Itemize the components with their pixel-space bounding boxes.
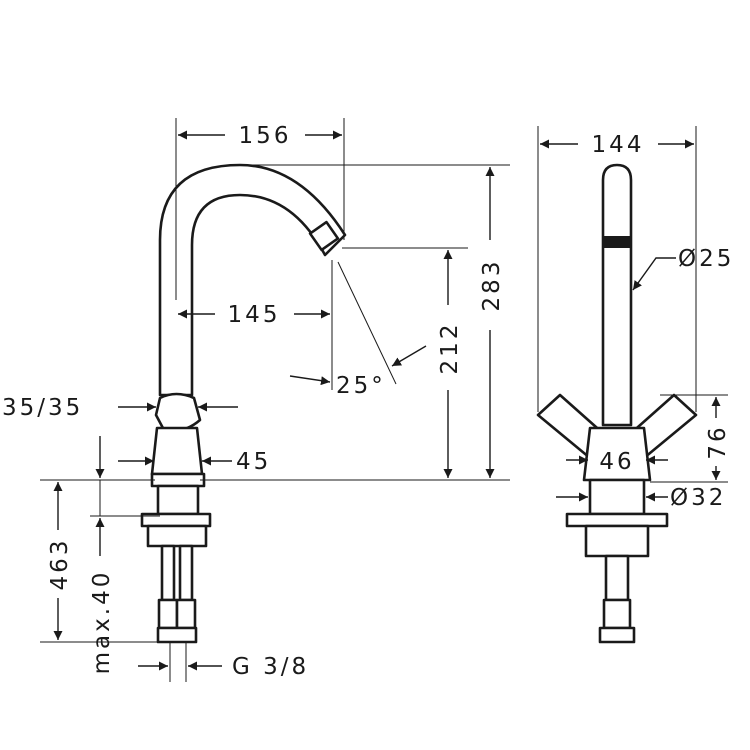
label-d25: Ø25 xyxy=(678,246,734,272)
handle-block xyxy=(154,392,202,433)
supply-hose-left xyxy=(160,544,176,602)
label-212: 212 xyxy=(437,322,463,375)
side-hose-fitting xyxy=(602,598,632,630)
base-collar xyxy=(150,472,206,488)
side-spout xyxy=(601,163,633,427)
side-hose-connector xyxy=(598,626,636,644)
front-view xyxy=(140,163,347,644)
side-view xyxy=(536,163,698,644)
dim-spout-diameter-leader xyxy=(632,257,676,291)
label-g38: G 3/8 xyxy=(232,654,309,680)
side-base-collar xyxy=(588,478,646,516)
label-35-35: 35/35 xyxy=(2,395,83,421)
label-angle: 25° xyxy=(336,373,386,399)
side-aerator xyxy=(604,236,630,248)
hose-connector xyxy=(156,626,198,644)
valve-body xyxy=(150,426,204,476)
dim-angle-right xyxy=(391,345,427,367)
label-d32: Ø32 xyxy=(670,485,726,511)
spout-body xyxy=(158,163,347,397)
hose-fitting-left xyxy=(157,598,179,630)
hose-fitting-right xyxy=(175,598,197,630)
spout-aerator xyxy=(308,220,340,252)
label-max40: max.40 xyxy=(89,570,115,675)
mounting-nut xyxy=(146,524,208,548)
label-145: 145 xyxy=(228,302,281,328)
supply-hose-right xyxy=(178,544,194,602)
label-283: 283 xyxy=(479,259,505,312)
base-neck xyxy=(156,484,200,516)
side-hose xyxy=(604,554,630,602)
dim-angle-left xyxy=(289,375,331,386)
label-463: 463 xyxy=(47,538,73,591)
dimension-lines xyxy=(40,118,728,682)
label-76: 76 xyxy=(705,424,731,459)
side-mounting-nut xyxy=(584,524,650,558)
side-mounting-plate xyxy=(565,512,669,528)
label-46: 46 xyxy=(599,449,634,475)
label-156: 156 xyxy=(239,123,292,149)
label-144: 144 xyxy=(592,132,645,158)
label-45: 45 xyxy=(236,449,271,475)
dimension-labels: 156 145 283 212 25° 35/35 45 463 max.40 … xyxy=(2,123,734,680)
